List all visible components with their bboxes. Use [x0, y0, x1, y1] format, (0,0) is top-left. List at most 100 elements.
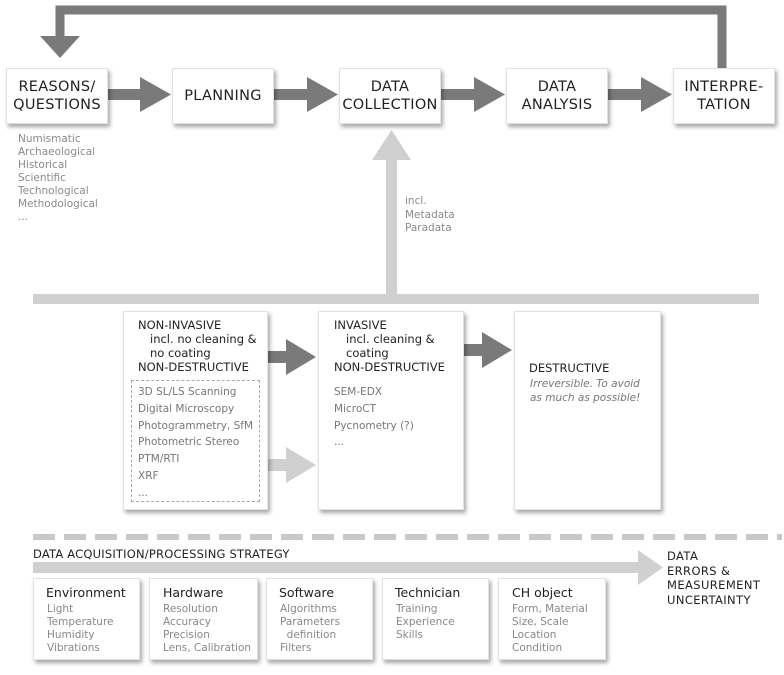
step-label-line: REASONS/ [18, 79, 96, 95]
workflow-step-reasons: REASONS/ QUESTIONS [6, 68, 108, 124]
factor-box-environment [33, 578, 140, 660]
factor-items: Light Temperature Humidity Vibrations [47, 603, 114, 655]
non-invasive-techniques-frame [131, 380, 260, 502]
step-label-line: INTERPRE- [684, 79, 764, 95]
list-item: Photogrammetry, SfM [138, 419, 254, 432]
list-item: MicroCT [334, 402, 377, 415]
method-title: NON-INVASIVE [138, 318, 222, 332]
step-label-line: DATA [537, 79, 577, 95]
factor-title: Technician [395, 585, 461, 600]
list-item: PTM/RTI [138, 453, 180, 466]
method-arrow-invasive-destructive [464, 332, 512, 368]
non-invasive-techniques-list: 3D SL/LS Scanning Digital Microscopy Pho… [138, 384, 253, 502]
list-item: Numismatic [18, 133, 81, 145]
list-item: Size, Scale [512, 616, 569, 628]
invasive-techniques-list: SEM-EDX MicroCT Pycnometry (?) ... [334, 384, 414, 451]
step-label-line: COLLECTION [342, 97, 438, 113]
method-box-non-invasive [123, 311, 268, 510]
note-line: Irreversible. To avoid [530, 378, 640, 390]
feedback-arrow-head [40, 36, 80, 58]
list-item: Temperature [47, 616, 114, 628]
method-note: incl. cleaning & [346, 332, 435, 346]
factor-box-technician [382, 578, 489, 660]
list-item: Historical [18, 159, 68, 171]
list-item: Form, Material [512, 603, 588, 615]
list-item: Precision [163, 629, 210, 641]
strategy-arrow [33, 550, 663, 585]
workflow-step-interpretation: INTERPRE- TATION [673, 68, 775, 124]
step-label-line: PLANNING [184, 88, 262, 104]
reason-types-list: Numismatic Archaeological Historical Sci… [18, 133, 98, 224]
step-label-line: TATION [697, 97, 751, 113]
method-arrow-list-invasive [260, 447, 316, 483]
factor-box-ch-object [498, 578, 606, 660]
list-item: Skills [396, 629, 423, 641]
factor-title: Hardware [163, 585, 224, 600]
methods-bar [33, 294, 759, 304]
list-item: Parameters [280, 616, 341, 628]
factor-title: Environment [46, 585, 126, 600]
non-invasive-heading: NON-INVASIVE incl. no cleaning & no coat… [138, 318, 257, 374]
list-item: Archaeological [18, 146, 96, 158]
method-subtitle: NON-DESTRUCTIVE [138, 360, 249, 374]
factor-title: Software [279, 585, 335, 600]
list-item: Vibrations [47, 642, 100, 654]
list-item: Scientific [18, 172, 66, 184]
workflow-step-data-analysis: DATA ANALYSIS [506, 68, 608, 124]
flow-arrow-reasons-planning [108, 77, 171, 112]
method-arrow-noninvasive-invasive [268, 339, 316, 375]
list-item: Resolution [163, 603, 218, 615]
result-line: ERRORS & [667, 563, 731, 578]
list-item: Accuracy [163, 616, 211, 628]
step-label-line: ANALYSIS [521, 97, 593, 113]
note-line: as much as possible! [530, 391, 641, 404]
list-item: definition [280, 629, 337, 641]
step-label-line: DATA [370, 79, 410, 95]
list-item: Algorithms [280, 603, 337, 615]
list-item: Pycnometry (?) [334, 419, 414, 432]
list-item: Condition [512, 642, 563, 654]
method-title: INVASIVE [334, 318, 387, 332]
collection-input-arrow [372, 130, 411, 294]
list-item: Location [512, 629, 557, 641]
factor-items: Training Experience Skills [396, 603, 455, 642]
collection-note: incl. Metadata Paradata [405, 195, 455, 236]
flow-arrow-collection-analysis [441, 77, 505, 112]
factor-items: Algorithms Parameters definition Filters [280, 603, 340, 655]
result-line: MEASUREMENT [667, 578, 761, 592]
list-item: ... [334, 436, 345, 449]
factor-items: Form, Material Size, Scale Location Cond… [512, 603, 588, 655]
list-item: Methodological [18, 198, 98, 210]
workflow-step-data-collection: DATA COLLECTION [339, 68, 441, 124]
result-label: DATA ERRORS & MEASUREMENT UNCERTAINTY [667, 549, 760, 607]
list-item: SEM-EDX [334, 386, 383, 398]
list-item: 3D SL/LS Scanning [138, 386, 237, 398]
flow-arrow-analysis-interpretation [608, 77, 672, 112]
list-item: Experience [396, 616, 455, 628]
factor-box-software [266, 578, 373, 660]
note-line: incl. [405, 195, 427, 207]
list-item: Technological [18, 185, 89, 197]
result-line: UNCERTAINTY [667, 592, 751, 607]
factor-title: CH object [512, 585, 573, 600]
flow-arrow-planning-collection [274, 77, 338, 112]
list-item: Lens, Calibration [163, 642, 252, 654]
method-note: incl. no cleaning & [150, 332, 257, 346]
method-note: coating [346, 346, 389, 360]
method-subtitle: NON-DESTRUCTIVE [334, 360, 445, 374]
invasive-heading: INVASIVE incl. cleaning & coating NON-DE… [334, 318, 445, 374]
list-item: Photometric Stereo [138, 436, 240, 449]
method-box-invasive [318, 311, 464, 510]
destructive-note: Irreversible. To avoid as much as possib… [530, 378, 640, 405]
method-box-destructive [514, 311, 661, 510]
strategy-label: DATA ACQUISITION/PROCESSING STRATEGY [33, 547, 290, 561]
list-item: ... [18, 211, 29, 223]
list-item: ... [138, 486, 149, 499]
method-title: DESTRUCTIVE [529, 361, 610, 375]
factor-items: Resolution Accuracy Precision Lens, Cali… [163, 603, 251, 655]
note-line: Paradata [405, 222, 452, 234]
list-item: Digital Microscopy [138, 402, 235, 415]
feedback-loop-line [55, 5, 727, 68]
workflow-step-planning: PLANNING [172, 68, 274, 124]
